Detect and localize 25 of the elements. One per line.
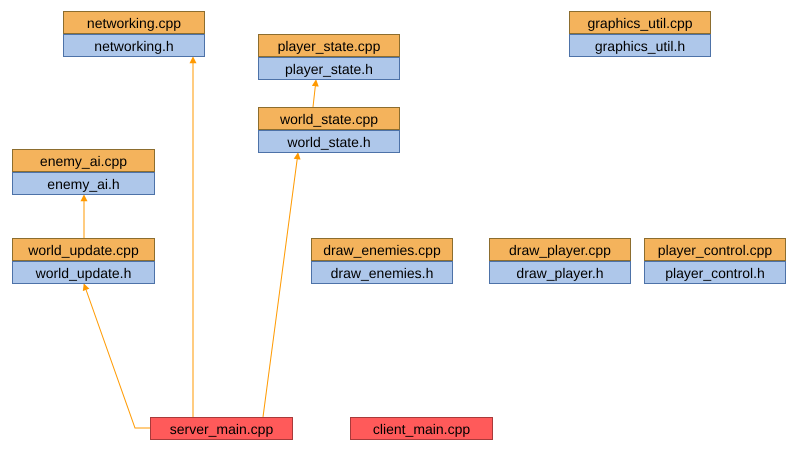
- source-file-box: world_update.cpp: [12, 238, 155, 261]
- header-file-box: player_control.h: [644, 261, 786, 284]
- source-file-box: player_state.cpp: [258, 34, 400, 57]
- dependency-arrow: [262, 152, 301, 418]
- header-file-box: enemy_ai.h: [12, 172, 155, 195]
- header-file-box: player_state.h: [258, 57, 400, 80]
- source-file-box: world_state.cpp: [258, 107, 400, 130]
- source-file-box: draw_player.cpp: [489, 238, 631, 261]
- dependency-arrow: [82, 283, 150, 428]
- header-file-box: draw_enemies.h: [311, 261, 453, 284]
- main-file-box: client_main.cpp: [350, 417, 493, 440]
- header-file-box: world_update.h: [12, 261, 155, 284]
- header-file-box: graphics_util.h: [569, 34, 711, 57]
- header-file-box: draw_player.h: [489, 261, 631, 284]
- dependency-arrow: [312, 79, 319, 108]
- source-file-box: player_control.cpp: [644, 238, 786, 261]
- header-file-box: networking.h: [63, 34, 205, 57]
- dependency-arrow: [80, 194, 88, 238]
- source-file-box: graphics_util.cpp: [569, 11, 711, 34]
- header-file-box: world_state.h: [258, 130, 400, 153]
- source-file-box: enemy_ai.cpp: [12, 149, 155, 172]
- main-file-box: server_main.cpp: [150, 417, 293, 440]
- dependency-arrow: [190, 56, 196, 418]
- source-file-box: networking.cpp: [63, 11, 205, 34]
- source-file-box: draw_enemies.cpp: [311, 238, 453, 261]
